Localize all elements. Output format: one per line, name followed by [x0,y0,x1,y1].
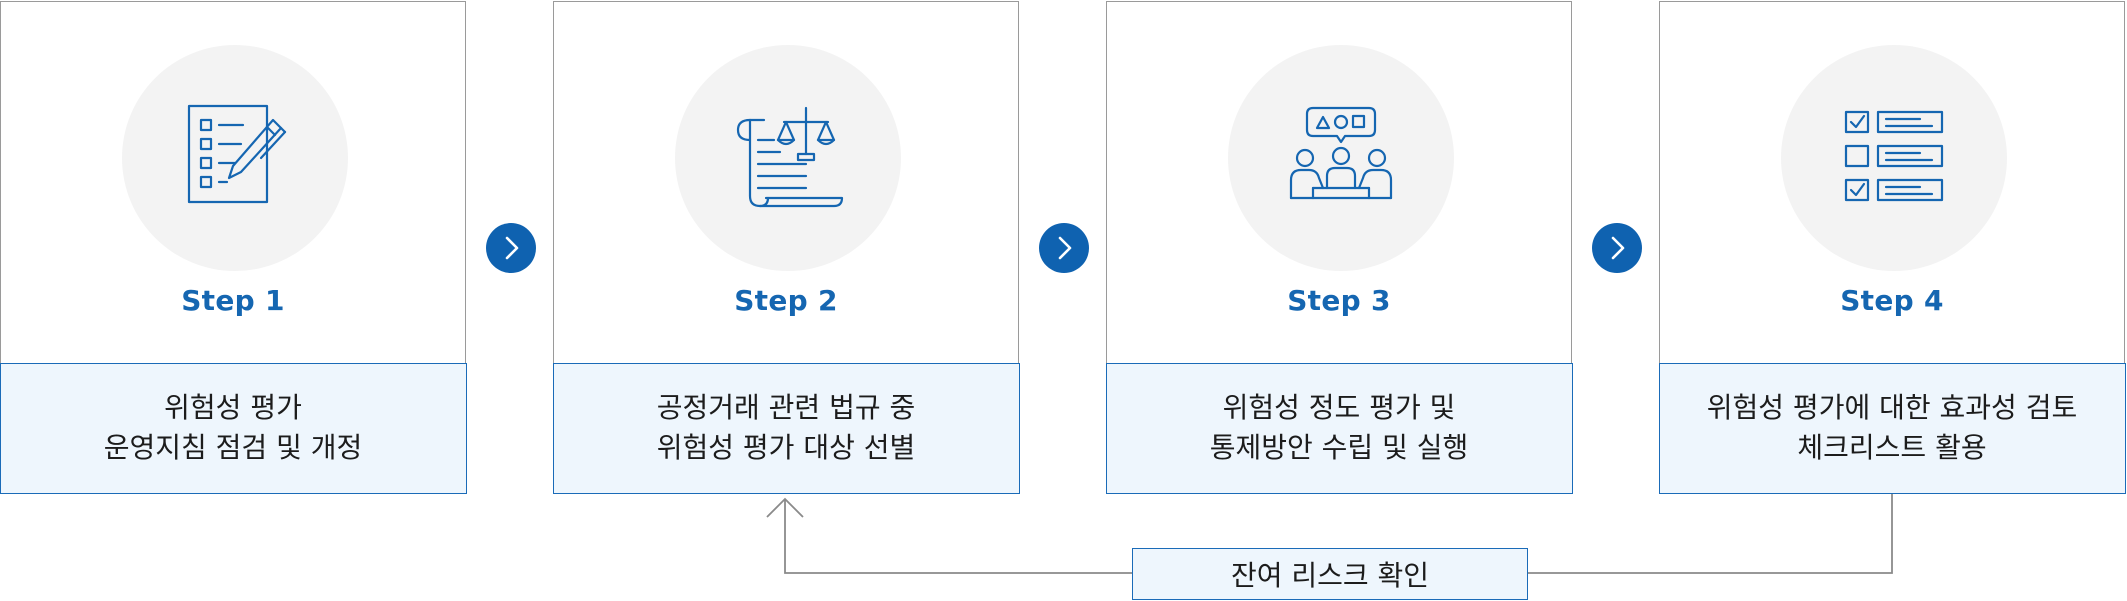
next-arrow-1 [486,223,536,273]
step-1-line-2: 운영지침 점검 및 개정 [103,431,363,464]
step-1-line-1: 위험성 평가 [164,391,302,424]
feedback-arrowhead [766,497,804,518]
residual-risk-label: 잔여 리스크 확인 [1230,559,1430,592]
chevron-right-icon [505,236,519,260]
residual-risk-box: 잔여 리스크 확인 [1132,548,1528,600]
step-card-2: Step 2 공정거래 관련 법규 중 위험성 평가 대상 선별 [552,1,1020,494]
chevron-right-icon [1058,236,1072,260]
step-1-label: Step 1 [181,284,285,317]
meeting-icon [1289,106,1393,200]
step-3-description: 위험성 정도 평가 및 통제방안 수립 및 실행 [1105,362,1573,494]
feedback-line-right [1528,494,1893,574]
step-4-description: 위험성 평가에 대한 효과성 검토 체크리스트 활용 [1658,362,2126,494]
step-card-1: Step 1 위험성 평가 운영지침 점검 및 개정 [0,1,467,494]
step-4-line-1: 위험성 평가에 대한 효과성 검토 [1706,391,2078,424]
step-4-icon-circle [1781,45,2007,271]
step-2-line-2: 위험성 평가 대상 선별 [656,431,916,464]
feedback-line-left [784,499,1132,574]
checklist-icon [1844,110,1944,202]
step-2-line-1: 공정거래 관련 법규 중 [656,391,916,424]
step-card-4: Step 4 위험성 평가에 대한 효과성 검토 체크리스트 활용 [1658,1,2126,494]
next-arrow-2 [1039,223,1089,273]
step-1-icon-circle [122,45,348,271]
step-1-description: 위험성 평가 운영지침 점검 및 개정 [0,362,467,494]
step-2-icon-circle [675,45,901,271]
step-2-label: Step 2 [734,284,838,317]
document-pencil-icon [187,104,287,204]
next-arrow-3 [1592,223,1642,273]
step-4-line-2: 체크리스트 활용 [1797,431,1987,464]
step-card-3: Step 3 위험성 정도 평가 및 통제방안 수립 및 실행 [1105,1,1573,494]
step-4-label: Step 4 [1840,284,1944,317]
step-3-line-2: 통제방안 수립 및 실행 [1209,431,1469,464]
chevron-right-icon [1611,236,1625,260]
step-3-label: Step 3 [1287,284,1391,317]
step-2-description: 공정거래 관련 법규 중 위험성 평가 대상 선별 [552,362,1020,494]
step-3-icon-circle [1228,45,1454,271]
step-3-line-1: 위험성 정도 평가 및 [1222,391,1456,424]
law-scroll-icon [736,106,844,208]
